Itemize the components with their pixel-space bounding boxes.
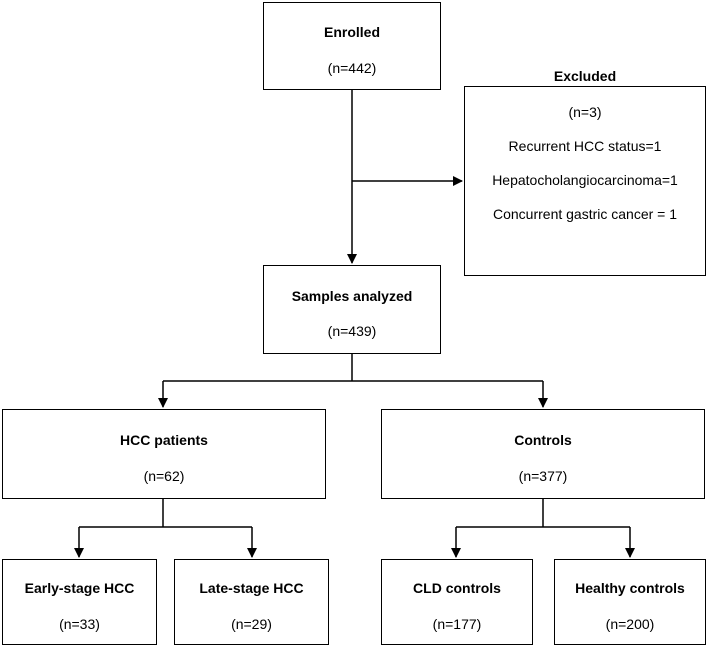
early-stage-hcc-title: Early-stage HCC [24,580,135,596]
healthy-controls-count: (n=200) [605,616,655,632]
excluded-box: (n=3) Recurrent HCC status=1 Hepatochola… [464,86,706,276]
cld-controls-box: CLD controls (n=177) [381,559,533,645]
excluded-title: Excluded [553,68,617,84]
samples-analyzed-title: Samples analyzed [291,288,413,304]
enrolled-title: Enrolled [323,24,380,40]
early-stage-hcc-box: Early-stage HCC (n=33) [2,559,157,645]
samples-analyzed-box: Samples analyzed (n=439) [263,265,441,354]
healthy-controls-box: Healthy controls (n=200) [554,559,706,645]
excluded-reason-hepatocholangiocarcinoma: Hepatocholangiocarcinoma=1 [492,172,678,188]
enrolled-count: (n=442) [327,60,377,76]
controls-count: (n=377) [518,468,568,484]
cld-controls-count: (n=177) [432,616,482,632]
excluded-reason-gastric-cancer: Concurrent gastric cancer = 1 [492,206,678,222]
excluded-reason-recurrent-hcc: Recurrent HCC status=1 [508,138,662,154]
late-stage-hcc-box: Late-stage HCC (n=29) [174,559,329,645]
healthy-controls-title: Healthy controls [575,580,685,596]
late-stage-hcc-count: (n=29) [231,616,272,632]
controls-box: Controls (n=377) [381,409,705,499]
hcc-patients-title: HCC patients [120,432,208,448]
samples-analyzed-count: (n=439) [327,323,377,339]
cld-controls-title: CLD controls [413,580,501,596]
late-stage-hcc-title: Late-stage HCC [199,580,304,596]
controls-title: Controls [514,432,572,448]
early-stage-hcc-count: (n=33) [59,616,100,632]
enrolled-box: Enrolled (n=442) [263,2,441,90]
hcc-patients-count: (n=62) [143,468,185,484]
hcc-patients-box: HCC patients (n=62) [2,409,326,499]
excluded-count: (n=3) [568,104,602,120]
